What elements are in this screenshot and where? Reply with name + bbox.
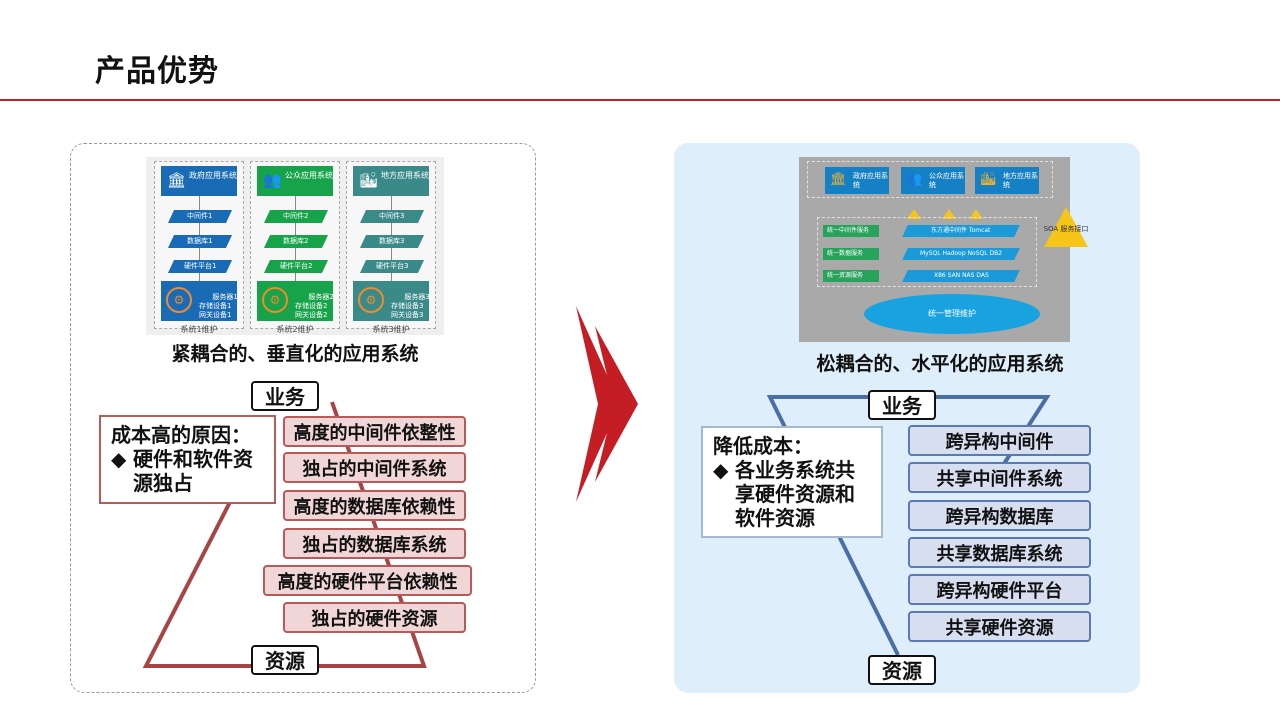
system-column-2: 👥 公众应用系统 中间件2 数据库2 硬件平台2 ⚙服务器2 存储设备2 网关设… (250, 161, 340, 329)
left-note-box: 成本高的原因： ◆ 硬件和软件资源独占 (99, 415, 276, 504)
left-bottom-tag: 资源 (251, 645, 319, 675)
chevron-arrow-outer (576, 306, 620, 502)
app-box-gov: 🏛 政府应用系统 (161, 166, 237, 196)
vertical-systems-diagram: 🏛 政府应用系统 中间件1 数据库1 硬件平台1 ⚙服务器1 存储设备1 网关设… (146, 157, 444, 335)
layer-label-middleware: 统一中间件服务 (823, 225, 879, 237)
connector-triangle (907, 209, 921, 219)
title-divider (0, 99, 1280, 101)
connector-triangle (942, 209, 956, 219)
layer-bar-resource: X86 SAN NAS DAS (902, 270, 1020, 282)
right-trapezoid-left-edge (766, 395, 900, 656)
right-item-3: 跨异构数据库 (908, 500, 1091, 531)
app-label: 地方应用系统 (381, 171, 429, 180)
right-caption: 松耦合的、水平化的应用系统 (816, 353, 1064, 375)
right-top-tag: 业务 (868, 390, 936, 420)
gear-icon: ⚙ (166, 287, 192, 313)
left-note-bullet-text: 硬件和软件资源独占 (133, 447, 253, 495)
soa-label: SOA 服务接口 (1043, 225, 1089, 233)
resource-box-2: ⚙服务器2 存储设备2 网关设备2 …… (257, 281, 334, 328)
layer-bar-middleware: 东方通中间件 Tomcat (902, 225, 1020, 237)
right-item-5: 跨异构硬件平台 (908, 574, 1091, 605)
app-box-local: 🏙 地方应用系统 (353, 166, 429, 196)
bank-icon: 🏛 (167, 171, 187, 189)
column-footer-2: 系统2维护 (276, 325, 314, 334)
city-icon: 🏙 (980, 172, 997, 187)
right-item-1: 跨异构中间件 (908, 425, 1091, 456)
soa-triangle (1044, 207, 1088, 247)
app-label: 公众应用系统 (285, 171, 333, 180)
app-box-local: 🏙地方应用系统 (975, 167, 1039, 194)
app-box-public: 👥公众应用系统 (901, 167, 965, 194)
page-title: 产品优势 (95, 54, 219, 89)
people-icon: 👥 (263, 171, 282, 189)
chevron-arrow-inner (595, 326, 638, 482)
management-ellipse: 统一管理维护 (864, 294, 1040, 334)
diamond-bullet-icon: ◆ (713, 458, 729, 482)
bank-icon: 🏛 (830, 172, 847, 187)
column-footer-3: 系统3维护 (372, 325, 410, 334)
layer-label-resource: 统一资源服务 (823, 270, 879, 282)
left-item-4: 独占的数据库系统 (283, 528, 466, 559)
left-item-1: 高度的中间件依整性 (283, 416, 466, 447)
left-item-3: 高度的数据库依赖性 (283, 490, 466, 521)
connector-triangle (969, 209, 983, 219)
horizontal-systems-diagram: 🏛政府应用系统 👥公众应用系统 🏙地方应用系统 统一中间件服务 东方通中间件 T… (799, 157, 1088, 342)
right-note-title: 降低成本： (713, 434, 813, 458)
gear-icon: ⚙ (262, 287, 288, 313)
right-item-6: 共享硬件资源 (908, 611, 1091, 642)
left-item-6: 独占的硬件资源 (283, 602, 466, 633)
app-box-gov: 🏛政府应用系统 (825, 167, 889, 194)
left-note-title: 成本高的原因： (111, 423, 251, 447)
gear-icon: ⚙ (358, 287, 384, 313)
diamond-bullet-icon: ◆ (111, 447, 127, 471)
right-note-bullet-text: 各业务系统共享硬件资源和软件资源 (735, 458, 855, 530)
city-icon: 🏙 (359, 171, 379, 189)
layer-label-data: 统一数据服务 (823, 248, 879, 260)
resource-box-1: ⚙服务器1 存储设备1 网关设备1 …… (161, 281, 238, 328)
resource-box-3: ⚙服务器3 存储设备3 网关设备3 …… (353, 281, 430, 328)
right-item-2: 共享中间件系统 (908, 462, 1091, 493)
right-bottom-tag: 资源 (868, 655, 936, 685)
system-column-1: 🏛 政府应用系统 中间件1 数据库1 硬件平台1 ⚙服务器1 存储设备1 网关设… (154, 161, 244, 329)
left-panel (70, 143, 536, 693)
system-column-3: 🏙 地方应用系统 中间件3 数据库3 硬件平台3 ⚙服务器3 存储设备3 网关设… (346, 161, 436, 329)
app-label: 政府应用系统 (189, 171, 237, 180)
app-box-public: 👥 公众应用系统 (257, 166, 333, 196)
left-top-tag: 业务 (251, 381, 319, 411)
column-footer-1: 系统1维护 (180, 325, 218, 334)
left-note-bullet: ◆ 硬件和软件资源独占 (111, 447, 264, 495)
left-caption: 紧耦合的、垂直化的应用系统 (171, 343, 419, 365)
right-item-4: 共享数据库系统 (908, 537, 1091, 568)
right-note-box: 降低成本： ◆ 各业务系统共享硬件资源和软件资源 (701, 426, 883, 538)
layer-bar-data: MySQL Hadoop NoSQL DB2 (902, 248, 1020, 260)
left-item-5: 高度的硬件平台依赖性 (263, 565, 472, 596)
people-icon: 👥 (906, 172, 923, 187)
right-note-bullet: ◆ 各业务系统共享硬件资源和软件资源 (713, 458, 871, 530)
left-item-2: 独占的中间件系统 (283, 452, 466, 483)
